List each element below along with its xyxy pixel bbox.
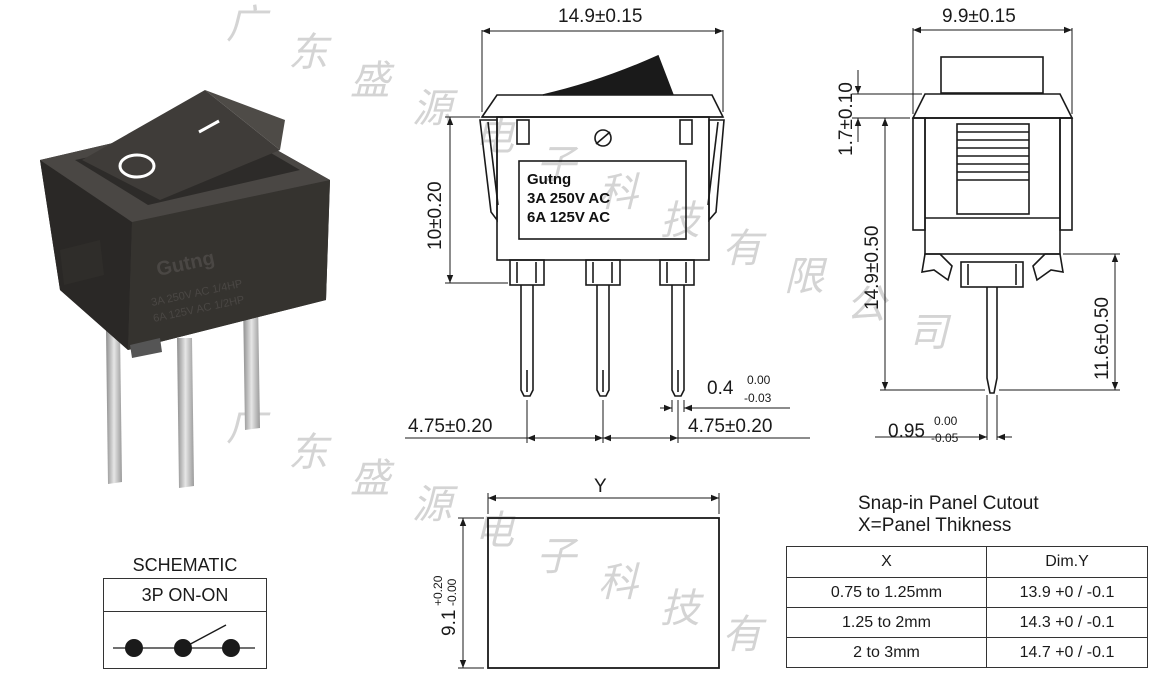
table-row: 2 to 3mm 14.7 +0 / -0.1 [786,637,1148,668]
label-line-1: Gutng [527,171,571,188]
pin-thickness-tol-lower: -0.03 [744,391,772,405]
schematic-box: 3P ON-ON [103,578,267,669]
photo-on-symbol [198,119,220,134]
cell-x: 0.75 to 1.25mm [786,577,987,608]
photo-pin-left [106,330,122,484]
cell-x: 1.25 to 2mm [786,607,987,638]
cutout-x-tol-upper: +0.20 [431,575,445,606]
pin-width-dim: 0.95 [888,421,925,442]
label-line-2: 3A 250V AC [527,190,610,207]
watermark-char: 子 [536,534,579,580]
pin-pitch-left-dim: 4.75±0.20 [408,416,492,437]
watermark: 广东盛源电子科技有限公司广东盛源电子科技有 [226,2,952,658]
pin-width-tol-lower: -0.05 [931,431,959,445]
watermark-char: 东 [288,30,332,76]
watermark-char: 东 [288,430,332,476]
cell-x: 2 to 3mm [786,637,987,668]
schematic-symbol [113,624,255,657]
cutout-table-title: Snap-in Panel Cutout X=Panel Thikness [858,493,1039,537]
cell-dim-y: 13.9 +0 / -0.1 [986,577,1148,608]
watermark-char: 电 [474,508,516,554]
front-view [479,54,725,397]
photo-off-symbol [118,153,156,179]
side-view [911,56,1074,394]
panel-cutout [458,493,720,669]
pin-pitch-right-dim: 4.75±0.20 [688,416,772,437]
watermark-char: 盛 [350,456,395,502]
pin-width-tol-upper: 0.00 [934,414,958,428]
cutout-x-dim: 9.1 [439,610,460,636]
side-width-dim: 9.9±0.15 [942,6,1016,27]
table-header-row: X Dim.Y [786,546,1148,578]
schematic-title: SCHEMATIC [132,555,238,575]
watermark-char: 限 [784,254,828,300]
watermark-char: 源 [412,86,458,132]
front-view-dimensions [405,27,810,443]
photo-pin-right [243,300,260,430]
table-row: 1.25 to 2mm 14.3 +0 / -0.1 [786,607,1148,638]
schematic-body [104,612,266,668]
cutout-title-line1: Snap-in Panel Cutout [858,493,1039,514]
table-row: 0.75 to 1.25mm 13.9 +0 / -0.1 [786,577,1148,608]
watermark-char: 司 [908,310,952,356]
schematic-contact-right [222,639,240,657]
watermark-char: 技 [660,586,704,632]
schematic-contact-left [125,639,143,657]
header-x: X [786,546,987,578]
watermark-char: 技 [660,198,704,244]
watermark-char: 广 [226,2,271,48]
label-line-3: 6A 125V AC [527,209,610,226]
watermark-char: 源 [412,482,458,528]
body-height-dim: 14.9±0.50 [862,226,883,310]
pin-length-dim: 11.6±0.50 [1092,297,1113,380]
watermark-char: 有 [722,612,767,658]
cutout-y-label: Y [594,476,607,497]
cutout-table: X Dim.Y 0.75 to 1.25mm 13.9 +0 / -0.1 1.… [786,546,1148,668]
header-dim-y: Dim.Y [986,546,1148,578]
watermark-char: 科 [598,170,640,216]
front-width-dim: 14.9±0.15 [558,6,642,27]
watermark-char: 子 [536,142,579,188]
watermark-char: 科 [598,560,640,606]
pin-thickness-dim: 0.4 [707,378,734,399]
photo-pin-middle [177,338,194,488]
schematic-type: 3P ON-ON [104,579,266,612]
watermark-char: 盛 [350,58,395,104]
cell-dim-y: 14.3 +0 / -0.1 [986,607,1148,638]
side-view-dimensions [852,26,1120,441]
cell-dim-y: 14.7 +0 / -0.1 [986,637,1148,668]
product-photo: Gutng 3A 250V AC 1/4HP 6A 125V AC 1/2HP [40,90,330,488]
watermark-char: 有 [722,226,767,272]
pin-thickness-tol-upper: 0.00 [747,373,771,387]
cutout-title-line2: X=Panel Thikness [858,515,1012,536]
rocker-height-dim: 1.7±0.10 [836,82,857,156]
front-height-dim: 10±0.20 [425,181,446,250]
cutout-x-tol-lower: -0.00 [445,578,459,606]
